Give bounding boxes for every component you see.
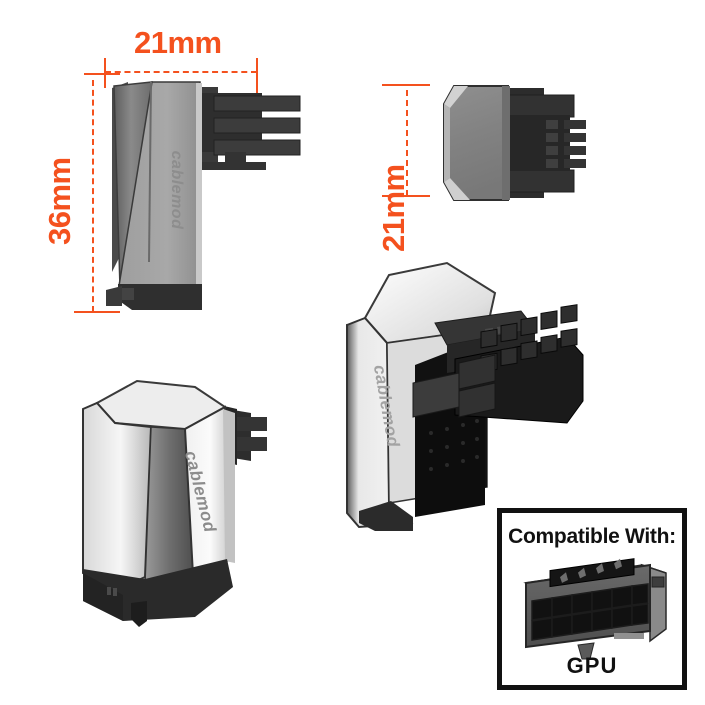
height-dim-top-tick bbox=[84, 73, 120, 75]
cablemod-logo-side: cablemod bbox=[168, 151, 185, 230]
compatible-with-title: Compatible With: bbox=[508, 525, 676, 548]
front-view-connector-body bbox=[504, 88, 586, 198]
front-view-housing bbox=[443, 85, 510, 201]
perspective-illustration: cablemod bbox=[346, 261, 584, 531]
front-dim-top-tick bbox=[382, 84, 430, 86]
gpu-pin-sockets bbox=[531, 583, 649, 641]
iso-base-foot bbox=[83, 559, 233, 627]
side-view-base-foot bbox=[106, 284, 202, 310]
side-view-connector-body bbox=[186, 87, 301, 172]
gpu-device-label: GPU bbox=[566, 653, 618, 678]
front-profile-view: 21mm bbox=[350, 60, 640, 252]
isometric-illustration: cablemod bbox=[82, 379, 267, 627]
perspective-12pin-connector bbox=[412, 304, 584, 424]
gpu-connector-illustration bbox=[523, 558, 667, 660]
side-view-housing bbox=[112, 81, 202, 297]
height-dim-bottom-tick bbox=[74, 311, 120, 313]
side-profile-illustration: cablemod bbox=[106, 81, 301, 310]
compatibility-box: Compatible With: bbox=[497, 508, 687, 690]
width-dimension-label-21mm: 21mm bbox=[134, 25, 222, 60]
front-profile-illustration bbox=[443, 85, 586, 201]
width-dimension-dashed-line bbox=[105, 71, 257, 73]
isometric-view: cablemod bbox=[75, 365, 315, 650]
iso-left-panel bbox=[82, 401, 153, 593]
angled-perspective-view: cablemod bbox=[335, 255, 635, 535]
side-profile-view: 21mm 36mm bbox=[0, 0, 330, 340]
height-dimension-dashed-line bbox=[92, 80, 94, 312]
perspective-base-foot bbox=[359, 501, 413, 531]
front-dim-dashed-line bbox=[406, 90, 408, 196]
front-dim-bottom-tick bbox=[382, 195, 430, 197]
